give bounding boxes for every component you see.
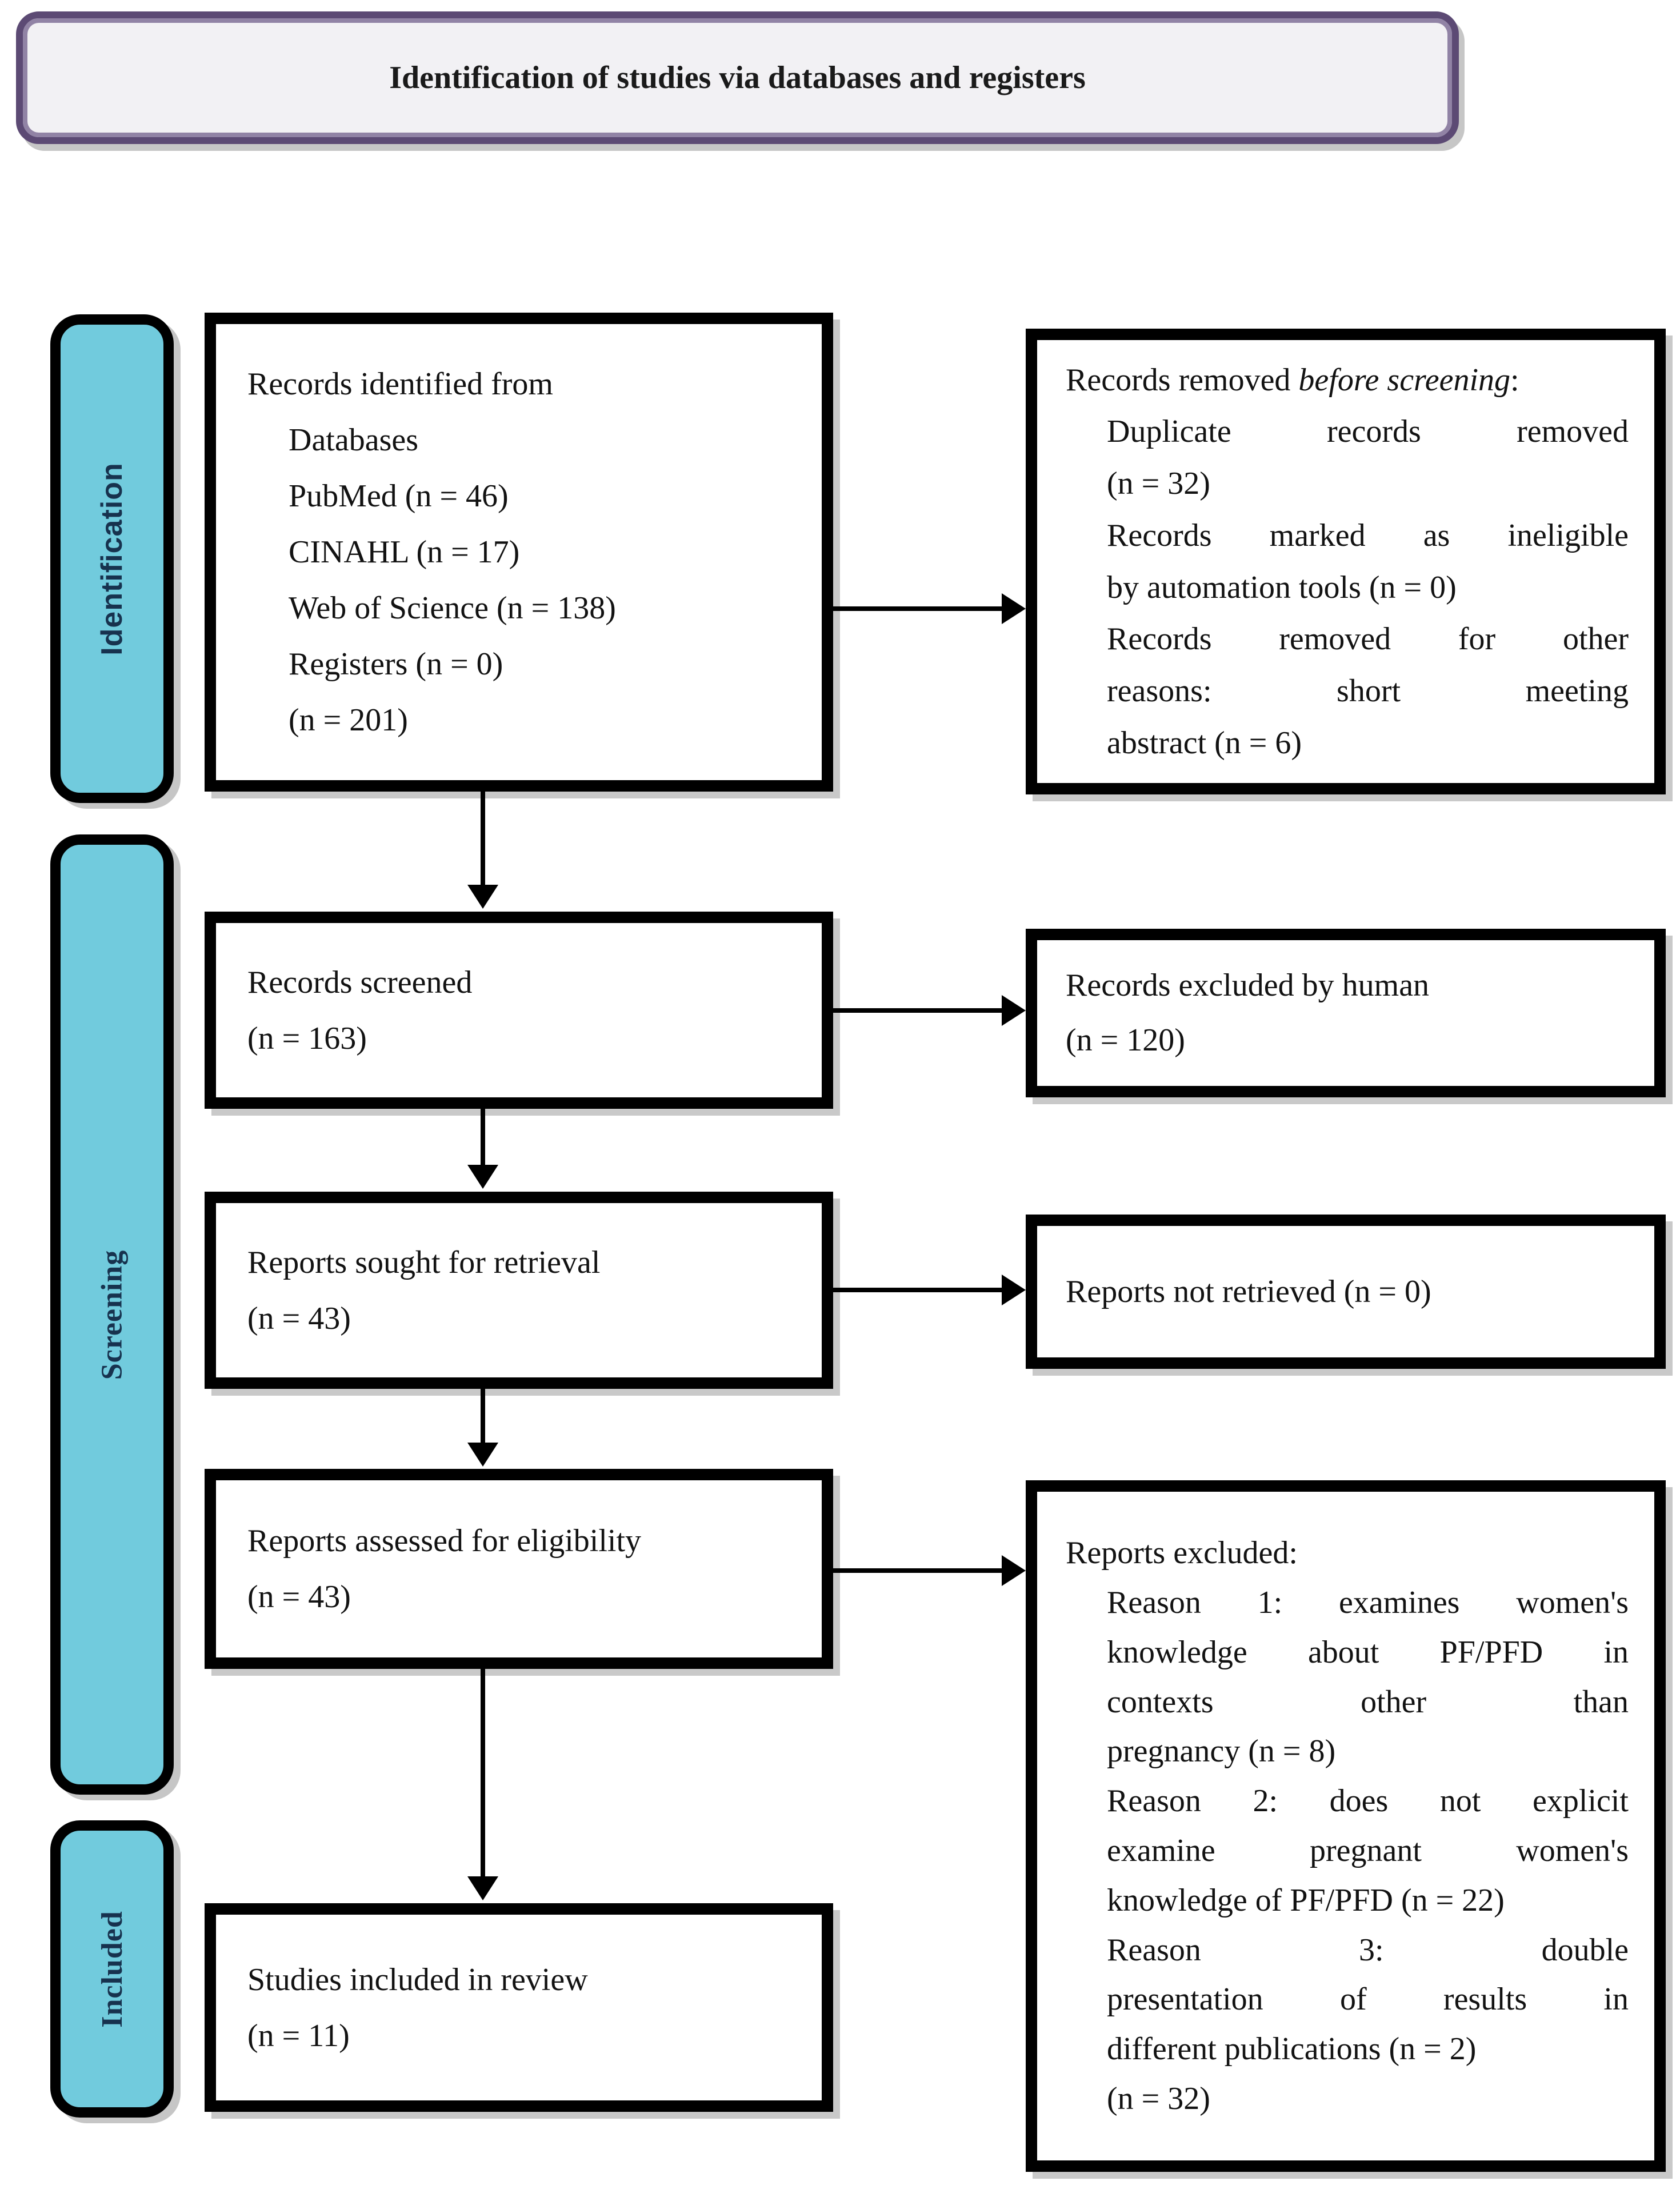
studies-included-line: (n = 11) — [247, 2018, 350, 2054]
diagram-title: Identification of studies via databases … — [389, 60, 1086, 95]
arrow-assessed-to-reports-excluded — [833, 1568, 1003, 1573]
reports-excluded-line: pregnancy (n = 8) — [1107, 1733, 1336, 1769]
records-removed-line: abstract (n = 6) — [1107, 725, 1302, 761]
records-removed-line: by automation tools (n = 0) — [1107, 569, 1457, 605]
records-identified-line: Databases — [289, 422, 419, 458]
arrow-identified-to-screened — [481, 792, 485, 886]
box-records-screened: Records screened (n = 163) — [205, 912, 833, 1109]
reports-excluded-line: Reason 3: double — [1107, 1932, 1629, 1968]
records-identified-line: PubMed (n = 46) — [289, 478, 509, 514]
records-screened-line: (n = 163) — [247, 1020, 367, 1056]
stage-identification: Identification — [50, 314, 174, 803]
records-identified-line: Registers (n = 0) — [289, 646, 503, 682]
arrow-screened-to-excluded — [833, 1008, 1003, 1013]
stage-included: Included — [50, 1820, 174, 2118]
reports-excluded-line: knowledge about PF/PFD in — [1107, 1634, 1629, 1670]
arrow-assessed-to-included — [481, 1669, 485, 1878]
stage-screening-label: Screening — [95, 1249, 129, 1380]
records-identified-line: Records identified from — [247, 366, 553, 402]
records-removed-line: Duplicate records removed — [1107, 414, 1629, 450]
reports-excluded-line: Reason 2: does not explicit — [1107, 1783, 1629, 1819]
reports-excluded-line: knowledge of PF/PFD (n = 22) — [1107, 1882, 1505, 1918]
reports-excluded-line: examine pregnant women's — [1107, 1833, 1629, 1868]
reports-not-retrieved-line: Reports not retrieved (n = 0) — [1066, 1273, 1431, 1309]
title-banner: Identification of studies via databases … — [16, 11, 1459, 144]
records-removed-line: Records marked as ineligible — [1107, 517, 1629, 553]
records-excluded-line: (n = 120) — [1066, 1022, 1185, 1058]
reports-assessed-line: (n = 43) — [247, 1579, 351, 1615]
box-reports-assessed: Reports assessed for eligibility (n = 43… — [205, 1469, 833, 1669]
records-removed-line: Records removed for other — [1107, 621, 1629, 657]
stage-identification-label: Identification — [95, 462, 129, 656]
reports-excluded-line: (n = 32) — [1107, 2080, 1210, 2116]
reports-excluded-heading: Reports excluded: — [1066, 1535, 1298, 1571]
box-reports-sought: Reports sought for retrieval (n = 43) — [205, 1192, 833, 1389]
arrow-identified-to-removed — [833, 606, 1003, 611]
records-removed-heading: Records removed before screening: — [1066, 362, 1519, 398]
reports-excluded-line: Reason 1: examines women's — [1107, 1585, 1629, 1621]
reports-assessed-line: Reports assessed for eligibility — [247, 1523, 642, 1559]
box-studies-included: Studies included in review (n = 11) — [205, 1903, 833, 2112]
reports-sought-line: (n = 43) — [247, 1300, 351, 1336]
arrow-screened-to-sought — [481, 1109, 485, 1166]
studies-included-line: Studies included in review — [247, 1962, 588, 1998]
records-identified-line: Web of Science (n = 138) — [289, 590, 616, 626]
records-identified-line: CINAHL (n = 17) — [289, 534, 520, 570]
box-records-excluded-human: Records excluded by human (n = 120) — [1026, 929, 1666, 1097]
stage-screening: Screening — [50, 834, 174, 1795]
reports-excluded-line: contexts other than — [1107, 1684, 1629, 1720]
box-records-removed: Records removed before screening: Duplic… — [1026, 329, 1666, 794]
box-reports-excluded: Reports excluded: Reason 1: examines wom… — [1026, 1480, 1666, 2172]
records-excluded-line: Records excluded by human — [1066, 968, 1430, 1004]
records-screened-line: Records screened — [247, 964, 473, 1000]
records-removed-line: (n = 32) — [1107, 466, 1210, 502]
box-records-identified: Records identified from Databases PubMed… — [205, 313, 833, 792]
arrow-sought-to-assessed — [481, 1389, 485, 1444]
records-removed-heading-italic: before screening — [1298, 362, 1511, 398]
stage-included-label: Included — [95, 1910, 129, 2028]
records-identified-line: (n = 201) — [289, 702, 408, 738]
reports-sought-line: Reports sought for retrieval — [247, 1244, 601, 1280]
box-reports-not-retrieved: Reports not retrieved (n = 0) — [1026, 1215, 1666, 1369]
reports-excluded-line: different publications (n = 2) — [1107, 2031, 1477, 2067]
reports-excluded-line: presentation of results in — [1107, 1982, 1629, 2018]
records-removed-line: reasons: short meeting — [1107, 673, 1629, 709]
arrow-sought-to-not-retrieved — [833, 1288, 1003, 1292]
